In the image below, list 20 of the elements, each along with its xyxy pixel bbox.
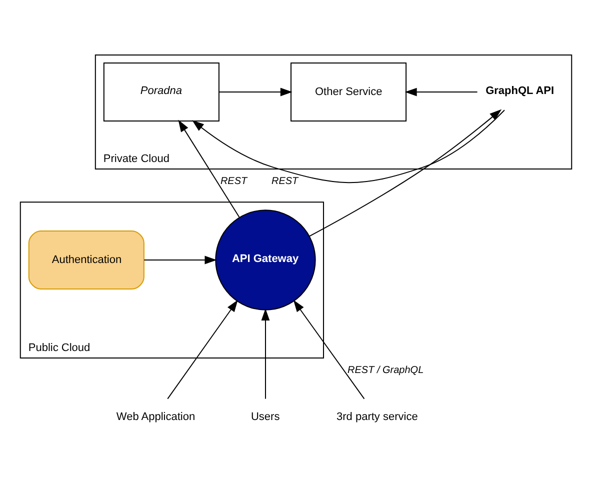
node-box: Poradna xyxy=(103,62,220,122)
edge-label: REST / GraphQL xyxy=(348,364,424,376)
node-text: GraphQL API xyxy=(486,84,554,96)
arrow xyxy=(178,119,240,218)
edge-label: REST xyxy=(271,176,298,187)
arrow xyxy=(218,87,292,96)
arrow xyxy=(293,299,365,399)
arrow xyxy=(192,109,505,183)
node-box: Other Service xyxy=(290,62,407,122)
node-text: Users xyxy=(250,410,280,422)
node-text: 3rd party service xyxy=(336,410,418,422)
node-text: Web Application xyxy=(116,410,196,422)
arrow xyxy=(404,87,478,96)
arrow xyxy=(261,308,270,399)
edge-label: REST xyxy=(220,176,248,187)
arrow xyxy=(144,255,217,264)
arrow xyxy=(167,299,238,399)
arrow xyxy=(308,108,502,236)
node-box: Authentication xyxy=(28,230,144,290)
node-circle: API Gateway xyxy=(215,209,316,310)
